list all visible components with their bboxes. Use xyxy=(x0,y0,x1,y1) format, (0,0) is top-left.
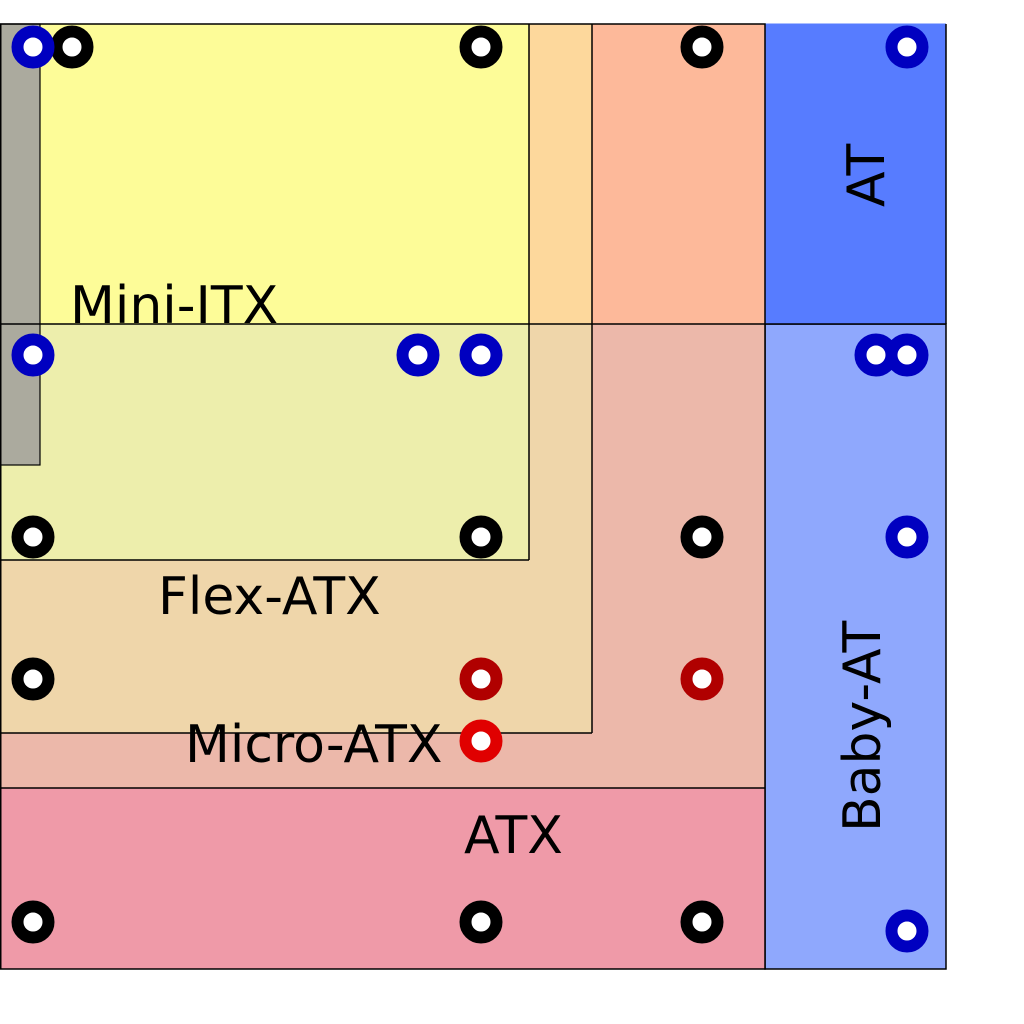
mini-itx-board-top xyxy=(0,24,529,324)
mounting-hole-3 xyxy=(680,25,724,69)
mounting-hole-1 xyxy=(50,25,94,69)
micro-atx-board-top xyxy=(592,24,765,324)
label-baby-at: Baby-AT xyxy=(833,620,893,832)
label-atx: ATX xyxy=(464,806,563,866)
outline-overall xyxy=(0,23,766,970)
mounting-hole-12 xyxy=(459,515,503,559)
mounting-hole-14 xyxy=(885,515,929,559)
mounting-hole-7 xyxy=(396,333,440,377)
label-mini-itx: Mini-ITX xyxy=(70,276,278,336)
label-flex-atx: Flex-ATX xyxy=(158,567,381,627)
mini-itx-board xyxy=(0,324,529,560)
mounting-hole-16 xyxy=(459,657,503,701)
mounting-hole-17 xyxy=(680,657,724,701)
label-at: AT xyxy=(837,143,897,207)
flex-atx-board-top xyxy=(529,24,592,324)
mounting-hole-10 xyxy=(885,333,929,377)
mounting-hole-11 xyxy=(11,515,55,559)
mounting-hole-13 xyxy=(680,515,724,559)
mounting-hole-22 xyxy=(885,909,929,953)
atx-board xyxy=(0,788,765,969)
mounting-hole-18 xyxy=(459,719,503,763)
mounting-hole-6 xyxy=(11,333,55,377)
mounting-holes xyxy=(11,25,929,953)
board-outlines xyxy=(0,23,947,970)
mounting-hole-20 xyxy=(459,900,503,944)
mounting-hole-2 xyxy=(459,25,503,69)
grey-strip xyxy=(0,23,41,466)
mounting-hole-19 xyxy=(11,900,55,944)
mounting-hole-4 xyxy=(885,25,929,69)
mounting-hole-21 xyxy=(680,900,724,944)
mounting-hole-15 xyxy=(11,657,55,701)
label-micro-atx: Micro-ATX xyxy=(185,715,442,775)
mounting-hole-8 xyxy=(459,333,503,377)
baby-at-board xyxy=(764,323,947,970)
mounting-hole-5 xyxy=(11,25,55,69)
at-board xyxy=(765,24,946,324)
